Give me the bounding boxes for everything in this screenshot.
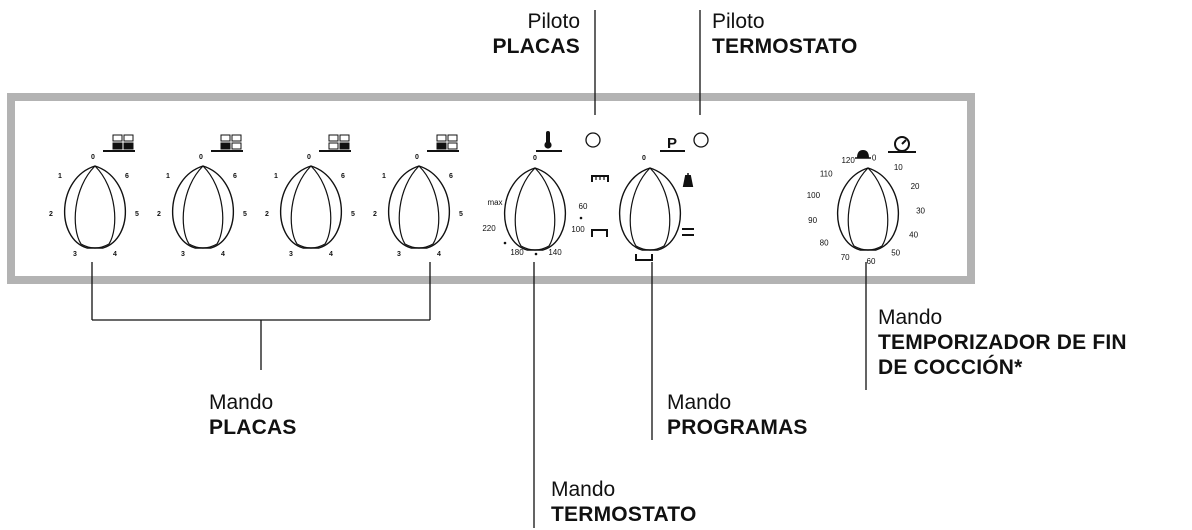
- hob-scale-label: 3: [181, 251, 185, 258]
- hob-zone-icon-3: [319, 134, 351, 152]
- label-mando-programas-line1: Mando: [667, 391, 732, 414]
- timer-scale-label: 40: [909, 230, 918, 239]
- hob-scale-label: 3: [397, 251, 401, 258]
- thermostat-scale-label: 60: [579, 202, 588, 211]
- hob-zone-icon-4: [427, 134, 459, 152]
- thermostat-scale-dot: [579, 216, 583, 220]
- bottom-heat-icon: [635, 254, 653, 261]
- hob-scale-label: 0: [199, 154, 203, 161]
- leader-lines: [91, 10, 867, 528]
- timer-icons: [855, 136, 916, 159]
- hob-scale-label: 4: [113, 251, 117, 258]
- hob-zone-icon-2: [211, 134, 243, 152]
- hob-zone-icon-1: [103, 134, 135, 152]
- conventional-heat-icon: [591, 229, 608, 237]
- label-piloto-placas-line1: Piloto: [527, 10, 580, 33]
- programs-zero-label: 0: [642, 155, 646, 162]
- label-piloto-termostato-line2: TERMOSTATO: [712, 34, 858, 58]
- hob-knob-2: [172, 165, 234, 249]
- hob-scale-label: 3: [73, 251, 77, 258]
- label-mando-temporizador: Mando TEMPORIZADOR DE FIN DE COCCIÓN*: [878, 306, 1127, 380]
- hob-scale-label: 1: [382, 173, 386, 180]
- knobs: [64, 165, 899, 251]
- hob-scale-label: 6: [233, 173, 237, 180]
- hob-scale-label: 5: [459, 211, 463, 218]
- hob-scale-label: 4: [329, 251, 333, 258]
- label-mando-termostato: Mando TERMOSTATO: [551, 478, 697, 528]
- timer-scale-label: 50: [891, 249, 900, 258]
- label-mando-termostato-line1: Mando: [551, 478, 616, 501]
- timer-scale-label: 60: [867, 257, 876, 266]
- timer-scale-label: 70: [841, 253, 850, 262]
- label-mando-placas-line2: PLACAS: [209, 415, 297, 439]
- label-mando-temporizador-line1: Mando: [878, 306, 943, 329]
- timer-scale-label: 20: [911, 182, 920, 191]
- lamp-icon: [682, 175, 694, 187]
- programs-knob: [619, 167, 681, 251]
- label-mando-placas-line1: Mando: [209, 391, 274, 414]
- hob-scale-label: 1: [274, 173, 278, 180]
- control-panel-frame: [7, 93, 975, 284]
- hob-knob-4: [388, 165, 450, 249]
- label-mando-termostato-line2: TERMOSTATO: [551, 502, 697, 526]
- hob-scale-label: 1: [58, 173, 62, 180]
- oven-function-icons: [591, 173, 694, 261]
- thermostat-scale-label: 220: [482, 224, 496, 233]
- thermostat-scale-label: 100: [571, 225, 585, 234]
- hob-scale-label: 1: [166, 173, 170, 180]
- label-piloto-termostato: Piloto TERMOSTATO: [712, 10, 858, 60]
- hob-scale-label: 4: [437, 251, 441, 258]
- hob-scale-label: 2: [49, 211, 53, 218]
- timer-scale-label: 10: [894, 163, 903, 172]
- timer-scale-label: 120: [841, 156, 855, 165]
- label-mando-temporizador-line2: TEMPORIZADOR DE FIN: [878, 330, 1127, 354]
- label-mando-programas: Mando PROGRAMAS: [667, 391, 808, 441]
- pilot-lamp-termostato: [693, 132, 709, 148]
- label-mando-programas-line2: PROGRAMAS: [667, 415, 808, 439]
- thermostat-zero-label: 0: [533, 155, 537, 162]
- thermostat-scale-label: 140: [548, 248, 562, 257]
- hob-scale-label: 0: [307, 154, 311, 161]
- label-piloto-termostato-line1: Piloto: [712, 10, 765, 33]
- label-piloto-placas: Piloto PLACAS: [470, 10, 580, 60]
- hob-knob-1: [64, 165, 126, 249]
- thermostat-scale-label: max: [487, 198, 502, 207]
- timer-scale-label: 110: [820, 169, 833, 178]
- hob-knob-3: [280, 165, 342, 249]
- label-mando-placas: Mando PLACAS: [209, 391, 297, 441]
- thermostat-scale-label: 180: [510, 248, 524, 257]
- thermometer-icon: [536, 131, 562, 152]
- timer-scale-label: 0: [872, 154, 877, 163]
- hob-scale-label: 2: [157, 211, 161, 218]
- label-piloto-placas-line2: PLACAS: [492, 34, 580, 58]
- program-p-symbol: P: [667, 135, 677, 152]
- hob-scale-label: 4: [221, 251, 225, 258]
- hob-scale-label: 0: [415, 154, 419, 161]
- hob-scale-label: 3: [289, 251, 293, 258]
- thermostat-knob: [504, 167, 566, 251]
- thermostat-scale-dot: [503, 241, 507, 245]
- hob-scale-label: 0: [91, 154, 95, 161]
- hob-scale-label: 5: [135, 211, 139, 218]
- label-mando-temporizador-line3: DE COCCIÓN*: [878, 355, 1023, 379]
- hob-scale-label: 5: [243, 211, 247, 218]
- timer-knob: [837, 167, 899, 251]
- hob-scale-label: 5: [351, 211, 355, 218]
- pilot-lamp-placas: [585, 132, 601, 148]
- thermostat-scale-dot: [534, 252, 538, 256]
- hob-scale-label: 2: [265, 211, 269, 218]
- timer-scale-label: 90: [808, 216, 817, 225]
- hob-scale-label: 6: [341, 173, 345, 180]
- hob-scale-label: 2: [373, 211, 377, 218]
- hob-scale-label: 6: [449, 173, 453, 180]
- hob-scale-label: 6: [125, 173, 129, 180]
- bell-icon: [857, 150, 869, 158]
- timer-scale-label: 80: [820, 238, 829, 247]
- timer-scale-label: 100: [807, 191, 821, 200]
- timer-scale-label: 30: [916, 207, 925, 216]
